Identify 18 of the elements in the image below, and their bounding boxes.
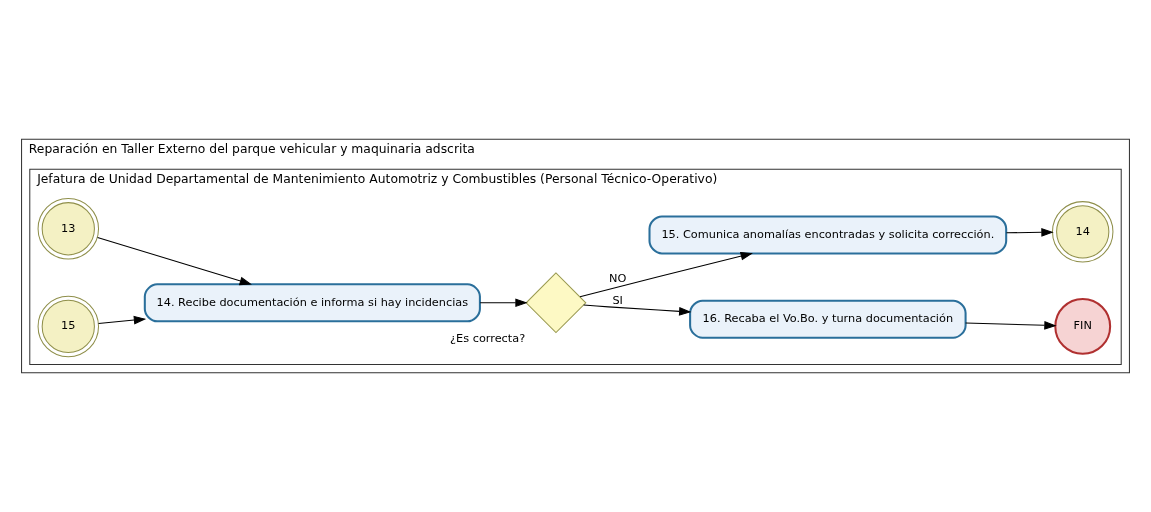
edge-label: NO: [608, 272, 627, 286]
node-box: 14. Recibe documentación e informa si hay incidencias: [143, 283, 481, 323]
node-box: 16. Recaba el Vo.Bo. y turna documentación: [689, 299, 967, 339]
arrow: [98, 315, 147, 325]
node-circle: 13: [37, 198, 100, 260]
arrow: [579, 251, 753, 298]
node-circle: 14: [1051, 201, 1114, 263]
arrow: [479, 298, 528, 308]
node-diamond: [525, 272, 587, 334]
arrow: [97, 236, 252, 286]
node-label: ¿Es correcta?: [450, 331, 526, 345]
arrow: [583, 304, 692, 316]
edge-label: SI: [612, 293, 623, 307]
node-box: 15. Comunica anomalías encontradas y solicita corrección.: [648, 215, 1008, 255]
node-circle: FIN: [1054, 297, 1112, 355]
arrow: [1006, 228, 1054, 237]
node-circle: 15: [37, 295, 100, 358]
arrow: [965, 321, 1057, 330]
